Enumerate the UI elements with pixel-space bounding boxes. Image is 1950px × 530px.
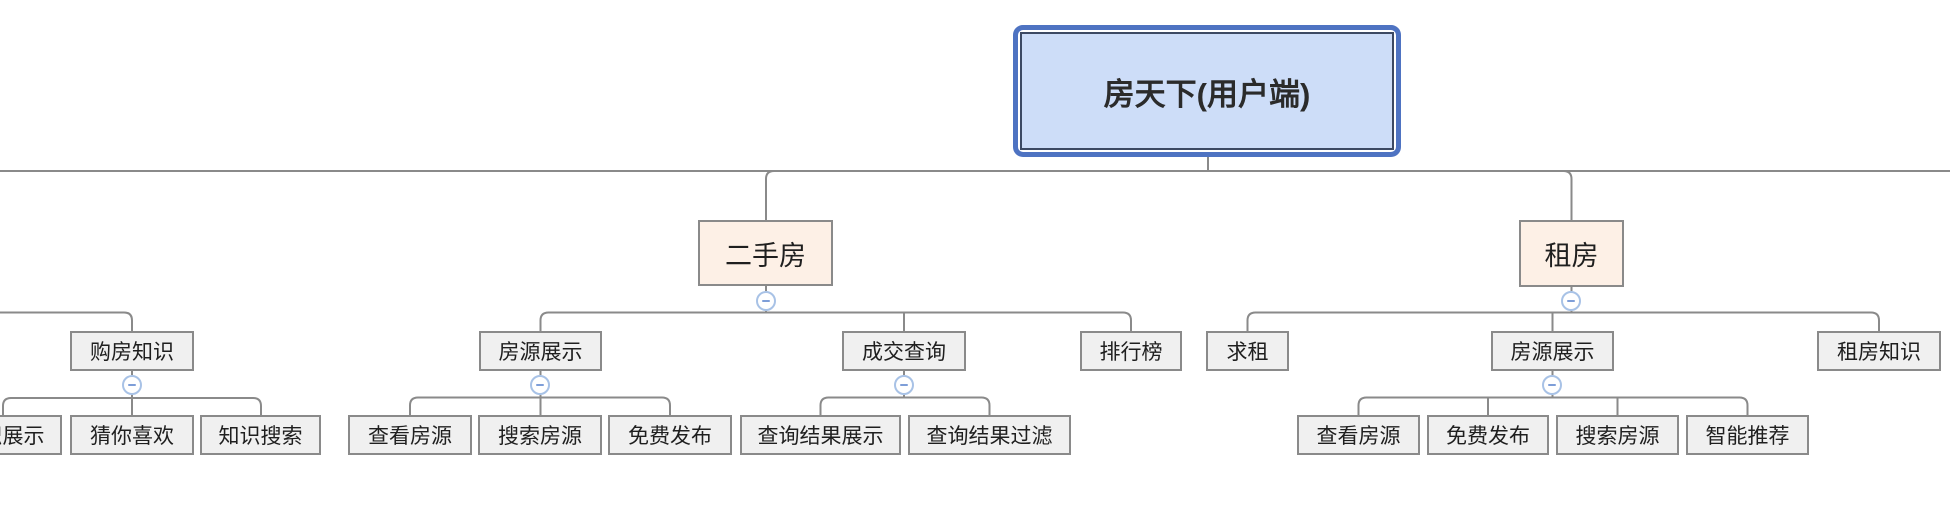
- node-zhishi-sousuo[interactable]: 知识搜索: [200, 415, 321, 455]
- node-chakan-fangyuan-zufang[interactable]: 查看房源: [1297, 415, 1420, 455]
- node-paihangbang[interactable]: 排行榜: [1080, 331, 1182, 371]
- minus-circle-icon-fangyuan-zhanshi-zufang[interactable]: [1542, 375, 1562, 395]
- node-chaxun-jieguo-zhanshi[interactable]: 查询结果展示: [740, 415, 901, 455]
- node-mianfei-fabu-zufang[interactable]: 免费发布: [1427, 415, 1549, 455]
- minus-circle-icon-chengjiao-chaxun[interactable]: [894, 375, 914, 395]
- node-chengjiao-chaxun[interactable]: 成交查询: [842, 331, 966, 371]
- node-mianfei-fabu-esf[interactable]: 免费发布: [608, 415, 732, 455]
- node-fangyuan-zhanshi-esf[interactable]: 房源展示: [479, 331, 602, 371]
- minus-circle-icon-goufang-zhishi[interactable]: [122, 375, 142, 395]
- node-qiuzu[interactable]: 求租: [1206, 331, 1289, 371]
- node-zhineng-tuijian[interactable]: 智能推荐: [1686, 415, 1809, 455]
- node-ershoufang[interactable]: 二手房: [698, 220, 833, 286]
- node-root[interactable]: 房天下(用户端): [1013, 25, 1401, 157]
- node-zufang[interactable]: 租房: [1519, 220, 1624, 287]
- node-fangyuan-zhanshi-zufang[interactable]: 房源展示: [1491, 331, 1614, 371]
- minus-bar: [1548, 384, 1556, 386]
- node-cainixihuan[interactable]: 猜你喜欢: [70, 415, 194, 455]
- node-zufang-zhishi[interactable]: 租房知识: [1817, 331, 1941, 371]
- minus-bar: [128, 384, 136, 386]
- node-chaxun-jieguo-guolv[interactable]: 查询结果过滤: [908, 415, 1071, 455]
- minus-bar: [900, 384, 908, 386]
- node-sousuo-fangyuan-zufang[interactable]: 搜索房源: [1556, 415, 1679, 455]
- node-sousuo-fangyuan-esf[interactable]: 搜索房源: [478, 415, 602, 455]
- minus-circle-icon-ershoufang[interactable]: [756, 291, 776, 311]
- node-chakan-fangyuan-esf[interactable]: 查看房源: [348, 415, 472, 455]
- minus-bar: [762, 300, 770, 302]
- node-goufang-zhishi[interactable]: 购房知识: [70, 331, 194, 371]
- minus-circle-icon-fangyuan-zhanshi-esf[interactable]: [530, 375, 550, 395]
- minus-bar: [1567, 300, 1575, 302]
- minus-circle-icon-zufang[interactable]: [1561, 291, 1581, 311]
- node-root-label: 房天下(用户端): [1020, 32, 1394, 150]
- minus-bar: [536, 384, 544, 386]
